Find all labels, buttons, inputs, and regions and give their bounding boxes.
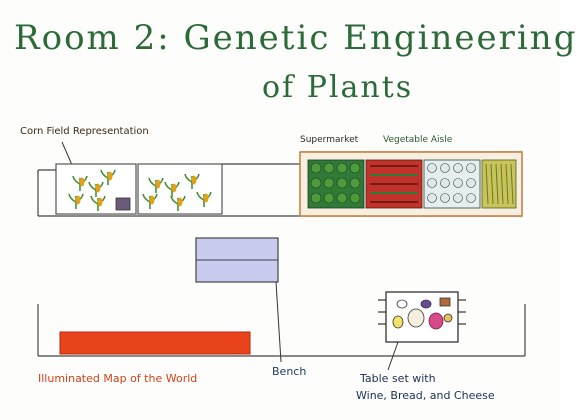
vegetable-stalk: [510, 163, 514, 205]
label-bench: Bench: [272, 365, 307, 378]
vegetable: [466, 193, 476, 203]
corn-plant: [142, 193, 158, 209]
corn-plant: [148, 177, 164, 193]
diagram-title-line1: Room 2: Genetic Engineering: [14, 18, 577, 58]
corn-plant: [184, 173, 200, 189]
label-illuminated-map: Illuminated Map of the World: [38, 372, 198, 385]
vegetable: [453, 163, 463, 173]
corn-plant: [170, 195, 186, 211]
corn-field-leader: [61, 141, 73, 166]
bench-leader: [275, 281, 282, 363]
corn-plant: [72, 175, 88, 191]
vegetable-stalk: [490, 163, 494, 205]
corn-field-representation: [55, 163, 223, 215]
table-items: [392, 297, 453, 330]
vegetable: [466, 178, 476, 188]
lower-wall: [37, 304, 526, 357]
label-corn-field: Corn Field Representation: [20, 126, 149, 137]
room-floor-plan: [37, 141, 526, 371]
aisle-vegetables: [310, 162, 514, 205]
corn-plants: [68, 169, 212, 211]
supermarket-vegetable-aisle: [299, 151, 523, 217]
bench: [195, 237, 279, 283]
corn-plant: [90, 195, 106, 211]
vegetable: [323, 177, 335, 189]
vegetable: [310, 177, 322, 189]
vegetable: [323, 192, 335, 204]
vegetable: [323, 162, 335, 174]
vegetable: [349, 177, 361, 189]
corn-plant: [68, 193, 84, 209]
vegetable: [440, 163, 450, 173]
diagram-title-line2: of Plants: [262, 70, 414, 105]
vegetable: [336, 192, 348, 204]
vegetable: [349, 162, 361, 174]
vegetable: [440, 193, 450, 203]
table-leader: [387, 341, 399, 371]
vegetable: [427, 163, 437, 173]
vegetable: [336, 162, 348, 174]
label-vegetable-aisle: Vegetable Aisle: [383, 135, 453, 145]
corn-plant: [88, 181, 104, 197]
vegetable: [453, 193, 463, 203]
vegetable-stalk: [500, 163, 504, 205]
illuminated-map: [59, 331, 251, 355]
vegetable: [427, 178, 437, 188]
corn-plant: [196, 191, 212, 207]
vegetable: [310, 192, 322, 204]
label-supermarket: Supermarket: [300, 135, 359, 145]
vegetable-stalk: [495, 163, 499, 205]
table-chairs: [378, 299, 466, 325]
vegetable: [310, 162, 322, 174]
label-table-line1: Table set with: [360, 372, 436, 385]
vegetable-stalk: [505, 163, 509, 205]
corn-plant: [100, 169, 116, 185]
vegetable-stalk: [485, 163, 489, 205]
vegetable: [427, 193, 437, 203]
vegetable: [349, 192, 361, 204]
room-diagram-page: Room 2: Genetic Engineering of Plants: [14, 18, 576, 402]
vegetable: [453, 178, 463, 188]
vegetable: [336, 177, 348, 189]
table-setting: [378, 291, 466, 343]
corn-plant: [164, 181, 180, 197]
label-table-line2: Wine, Bread, and Cheese: [356, 389, 495, 402]
vegetable: [466, 163, 476, 173]
vegetable: [440, 178, 450, 188]
